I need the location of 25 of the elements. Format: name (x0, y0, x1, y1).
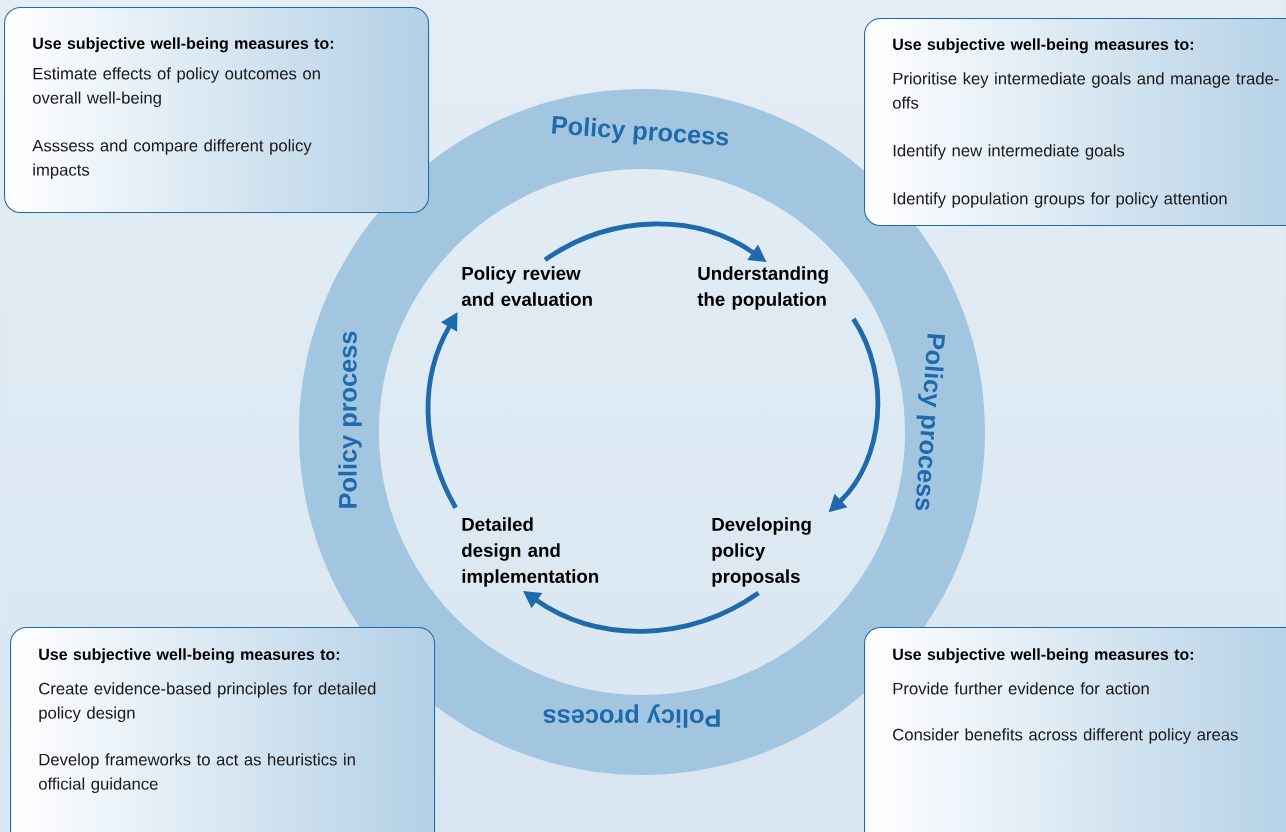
callout-box (864, 18, 1286, 227)
box-heading: Use subjective well-being measures to: (893, 648, 1194, 664)
stage-label: Understanding the population (697, 266, 828, 310)
box-text: Consider benefits across different policy areas (893, 728, 1238, 744)
ring-label: Policy process (543, 704, 720, 728)
box-heading: Use subjective well-being measures to: (33, 37, 334, 53)
stage-label: Developing policy proposals (712, 517, 811, 587)
box-text: Identify population groups for policy attention (893, 192, 1227, 208)
callout-box (10, 627, 436, 832)
box-heading: Use subjective well-being measures to: (893, 38, 1194, 54)
callout-box (864, 627, 1286, 832)
ring-label: Policy process (552, 116, 729, 146)
stage-label: Detailed design and implementation (462, 517, 599, 587)
box-text: Estimate effects of policy outcomes on overall well-being (32, 67, 320, 108)
box-text: Develop frameworks to act as heuristics in official guidance (38, 753, 355, 794)
box-heading: Use subjective well-being measures to: (39, 648, 340, 664)
box-text: Asssess and compare different policy impacts (32, 139, 312, 180)
ring-label: Policy process (338, 331, 362, 508)
ring-label: Policy process (915, 334, 945, 511)
box-text: Prioritise key intermediate goals and manage trade-offs (892, 72, 1279, 109)
box-text: Create evidence-based principles for detailed policy design (39, 682, 376, 723)
box-text: Provide further evidence for action (893, 682, 1149, 695)
stage-label: Policy review and evaluation (461, 266, 592, 306)
box-text: Identify new intermediate goals (893, 144, 1125, 160)
callout-box (4, 7, 430, 214)
